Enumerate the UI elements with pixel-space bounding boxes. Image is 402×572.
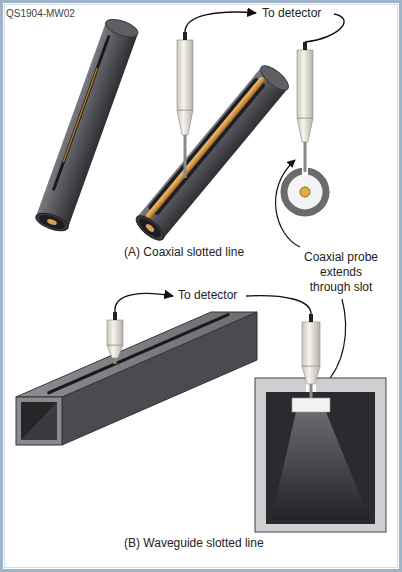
coaxial-cross-section [297, 50, 313, 118]
waveguide-cross-section [271, 412, 370, 520]
coaxial-cross-section [304, 142, 307, 172]
waveguide [21, 402, 57, 440]
detector-label: To detector [262, 6, 321, 21]
leader-line [276, 160, 300, 247]
coaxial-cutaway [132, 62, 292, 245]
coaxial-probe [183, 32, 187, 40]
waveguide-probe [107, 320, 123, 345]
coaxial-cutaway [145, 223, 156, 233]
waveguide-cross-section [302, 322, 320, 366]
coaxial-cross-section [297, 118, 313, 142]
coaxial-cross-section [303, 42, 307, 50]
waveguide-cross-section [309, 314, 313, 322]
coaxial-line [36, 22, 138, 227]
callout-note: Coaxial probe extends through slot [298, 250, 384, 295]
detector-label: To detector [178, 288, 237, 303]
waveguide [16, 312, 257, 445]
coaxial-cutaway [136, 215, 164, 241]
waveguide-probe [107, 312, 123, 364]
detector-cable [246, 296, 311, 314]
waveguide-probe [114, 358, 117, 364]
figure-caption: (A) Coaxial slotted line [124, 245, 244, 260]
coaxial-line [46, 218, 57, 226]
coaxial-cutaway [145, 76, 266, 220]
coaxial-line [34, 210, 71, 235]
coaxial-cross-section [300, 187, 310, 197]
waveguide [16, 312, 257, 397]
coaxial-cutaway [137, 67, 288, 239]
waveguide [21, 402, 57, 440]
waveguide [16, 397, 62, 445]
coaxial-probe [177, 32, 193, 178]
coaxial-cutaway [132, 212, 167, 244]
figure-code: QS1904-MW02 [6, 6, 75, 21]
coaxial-line [63, 68, 98, 163]
waveguide-cross-section [310, 384, 313, 398]
waveguide-cross-section [302, 366, 320, 384]
coaxial-probe [177, 40, 193, 110]
coaxial-line [34, 16, 141, 235]
coaxial-probe [177, 110, 193, 135]
coaxial-probe [184, 135, 187, 178]
waveguide-cross-section [292, 398, 330, 412]
leader-line [323, 299, 346, 386]
waveguide-probe [113, 312, 117, 320]
detector-cable [115, 293, 173, 312]
waveguide-cross-section [266, 392, 375, 524]
waveguide-probe [107, 345, 123, 358]
waveguide [49, 315, 228, 393]
detector-cable [185, 12, 256, 32]
image-frame [5, 5, 398, 568]
coaxial-line [52, 35, 111, 191]
coaxial-line [37, 212, 66, 231]
waveguide-cross-section [255, 378, 386, 532]
coaxial-cross-section [284, 42, 326, 213]
waveguide-cross-section [255, 314, 386, 532]
figure-caption: (B) Waveguide slotted line [124, 536, 264, 551]
coaxial-cross-section [284, 171, 326, 213]
